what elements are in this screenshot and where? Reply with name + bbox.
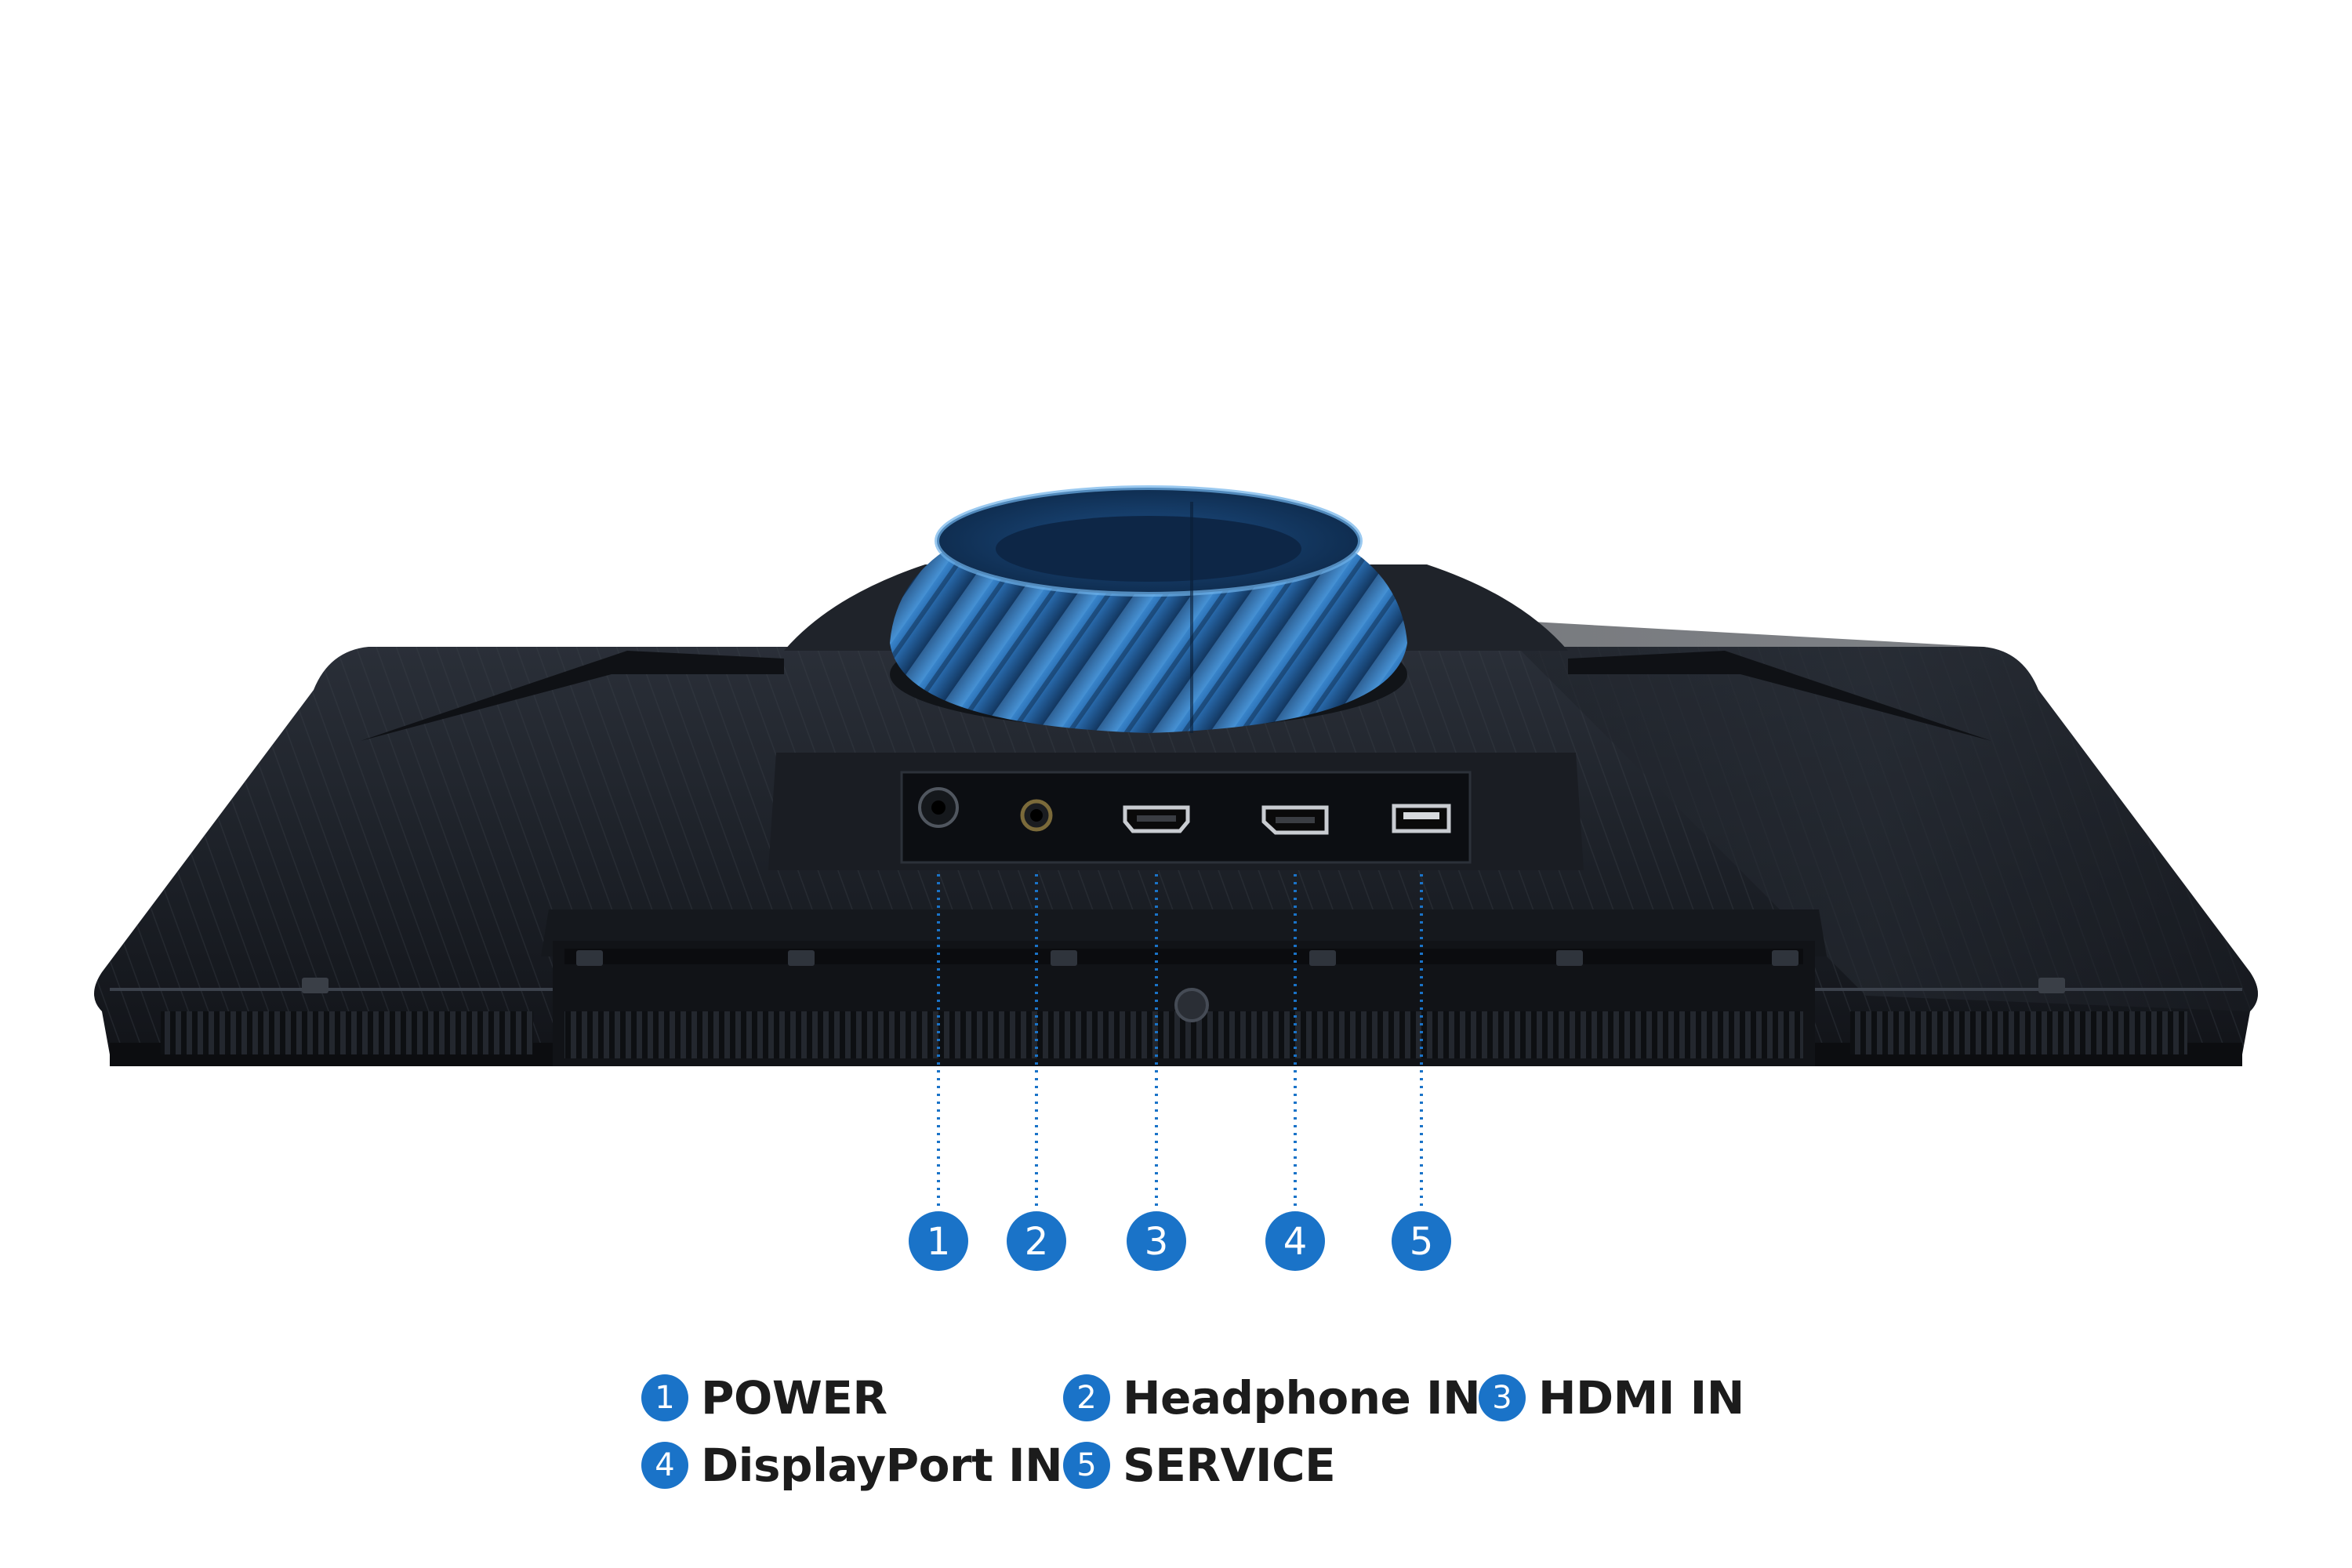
port-callout-5: 5 (1392, 1211, 1451, 1271)
power-port-icon (918, 787, 959, 828)
legend-item-service: 5 SERVICE (1063, 1434, 1336, 1497)
hdmi-port-icon (1123, 805, 1190, 833)
port-callout-4: 4 (1265, 1211, 1325, 1271)
io-port-panel (900, 771, 1472, 864)
legend-badge: 5 (1063, 1442, 1110, 1489)
legend-item-displayport: 4 DisplayPort IN (641, 1434, 1063, 1497)
port-callout-3: 3 (1127, 1211, 1186, 1271)
stand-ring (890, 485, 1407, 733)
legend-badge: 2 (1063, 1374, 1110, 1421)
legend-badge: 4 (641, 1442, 688, 1489)
svg-text:2: 2 (1025, 1220, 1049, 1264)
svg-text:3: 3 (1145, 1220, 1169, 1264)
legend-badge: 3 (1479, 1374, 1526, 1421)
legend-item-hdmi: 3 HDMI IN (1479, 1367, 1744, 1429)
legend-label: DisplayPort IN (701, 1439, 1063, 1492)
displayport-icon (1261, 805, 1329, 835)
legend-label: HDMI IN (1538, 1371, 1744, 1425)
port-callout-1: 1 (909, 1211, 968, 1271)
usb-service-port-icon (1392, 804, 1451, 833)
svg-text:5: 5 (1410, 1220, 1434, 1264)
legend-label: SERVICE (1123, 1439, 1336, 1492)
svg-text:1: 1 (927, 1220, 951, 1264)
side-vents (161, 978, 2187, 1054)
legend-item-power: 1 POWER (641, 1367, 887, 1429)
headphone-port-icon (1020, 799, 1053, 832)
legend-badge: 1 (641, 1374, 688, 1421)
legend-label: POWER (701, 1371, 887, 1425)
svg-text:4: 4 (1283, 1220, 1308, 1264)
leader-lines (937, 874, 1423, 1211)
port-callout-2: 2 (1007, 1211, 1066, 1271)
legend-label: Headphone IN (1123, 1371, 1481, 1425)
legend-item-headphone: 2 Headphone IN (1063, 1367, 1481, 1429)
